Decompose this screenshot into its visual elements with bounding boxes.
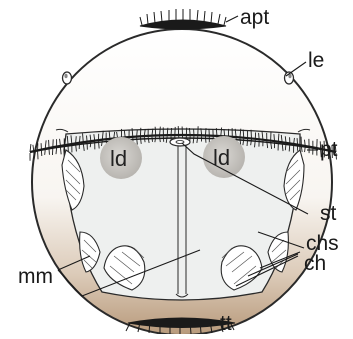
- cilium: [155, 127, 156, 136]
- cilium: [216, 128, 217, 136]
- cilium: [45, 150, 46, 155]
- label-ch: ch: [304, 252, 326, 275]
- label-tt: tt: [220, 312, 232, 334]
- cilium: [247, 139, 248, 146]
- cilium: [56, 148, 57, 155]
- cilium: [137, 130, 138, 137]
- lateral-eye-left: [63, 72, 72, 84]
- label-mm: mm: [18, 265, 53, 288]
- cilium: [205, 128, 206, 135]
- lipid-droplet-label-right: ld: [213, 145, 230, 170]
- label-st: st: [320, 202, 337, 225]
- label-le: le: [308, 49, 324, 72]
- cilium: [167, 128, 168, 135]
- cilium: [87, 136, 88, 142]
- anterior-tuft: [140, 9, 226, 29]
- cilium: [224, 129, 225, 136]
- label-apt: apt: [240, 6, 269, 29]
- lipid-droplet-label-left: ld: [110, 146, 127, 171]
- cilium: [76, 136, 77, 143]
- central-plate: [64, 129, 300, 300]
- cilium: [171, 128, 172, 135]
- stomodaeum: [170, 138, 190, 146]
- cilium: [259, 133, 260, 139]
- cilium: [79, 136, 80, 143]
- cilium: [305, 147, 306, 152]
- cilium: [274, 134, 275, 141]
- cilium: [205, 136, 206, 142]
- cilium: [152, 137, 153, 142]
- cilium: [278, 134, 279, 142]
- label-pt: pt: [320, 138, 338, 161]
